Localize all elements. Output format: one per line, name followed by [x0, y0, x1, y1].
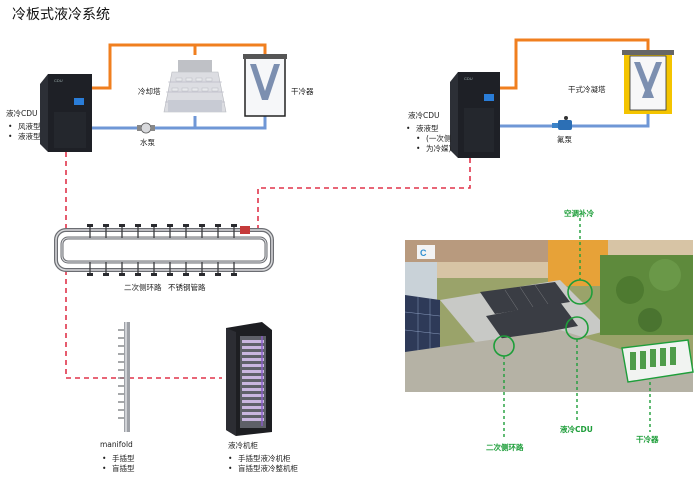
cooling-tower-label: 冷却塔 — [138, 87, 161, 96]
callout-ac-supplement: 空调补冷 — [564, 209, 594, 218]
cabinet-type-item: 盲插型液冷整机柜 — [228, 464, 298, 474]
callout-cdu: 液冷CDU — [560, 425, 593, 434]
manifold-type-item: 盲插型 — [102, 464, 135, 474]
dry-condenser-label: 干式冷凝塔 — [568, 85, 606, 94]
right-cdu-type-list: 液液型 (一次侧 为冷媒) — [406, 124, 451, 154]
svg-text:C: C — [420, 248, 427, 258]
left-cdu-label: 液冷CDU — [6, 109, 38, 118]
site-callout-lines — [503, 218, 651, 440]
right-fluorine-pump — [552, 116, 572, 130]
cabinet-type-list: 手插型液冷机柜 盲插型液冷整机柜 — [228, 454, 298, 474]
svg-text:CDU: CDU — [54, 78, 63, 83]
stainless-pipe-label: 不锈钢管路 — [168, 283, 206, 292]
left-cdu-cabinet: CDU — [40, 74, 92, 152]
manifold-type-list: 手插型 盲插型 — [102, 454, 135, 474]
fluorine-pump-label: 氟泵 — [557, 135, 572, 144]
left-cold-pipe — [92, 116, 267, 130]
svg-text:CDU: CDU — [464, 76, 473, 81]
cooling-tower — [163, 60, 227, 113]
site-rendering: C — [404, 240, 694, 392]
left-dry-cooler — [243, 54, 287, 117]
cabinet-label: 液冷机柜 — [228, 441, 258, 450]
right-cdu-label: 液冷CDU — [408, 111, 440, 120]
manifold-type-item: 手插型 — [102, 454, 135, 464]
left-cdu-type-item: 液液型 — [8, 132, 41, 142]
manifold-rail — [118, 322, 130, 432]
left-water-pump — [137, 122, 155, 134]
right-cdu-type-note: (一次侧 — [406, 134, 451, 144]
dashed-links — [65, 152, 471, 379]
dry-condenser-tower — [622, 50, 674, 114]
cabinet-type-item: 手插型液冷机柜 — [228, 454, 298, 464]
secondary-loop-pipe — [54, 224, 274, 276]
right-cdu-cabinet: CDU — [450, 72, 500, 158]
left-hot-pipe — [92, 43, 267, 90]
right-cdu-type-item: 液液型 — [406, 124, 451, 134]
left-cdu-type-list: 风液型 液液型 — [8, 122, 41, 142]
secondary-loop-label: 二次侧环路 — [124, 283, 162, 292]
right-hot-pipe — [500, 38, 650, 90]
left-dry-cooler-label: 干冷器 — [291, 87, 314, 96]
site-dry-cooler-inset — [621, 339, 694, 383]
callout-secondary-loop: 二次侧环路 — [486, 443, 524, 452]
right-cold-pipe — [500, 114, 650, 128]
callout-dry-cooler: 干冷器 — [636, 435, 659, 444]
page-title: 冷板式液冷系统 — [12, 7, 110, 23]
manifold-label: manifold — [100, 440, 133, 449]
left-cdu-type-item: 风液型 — [8, 122, 41, 132]
right-cdu-type-note: 为冷媒) — [406, 144, 451, 154]
liquid-cooled-cabinet — [226, 322, 272, 436]
water-pump-label: 水泵 — [140, 138, 155, 147]
